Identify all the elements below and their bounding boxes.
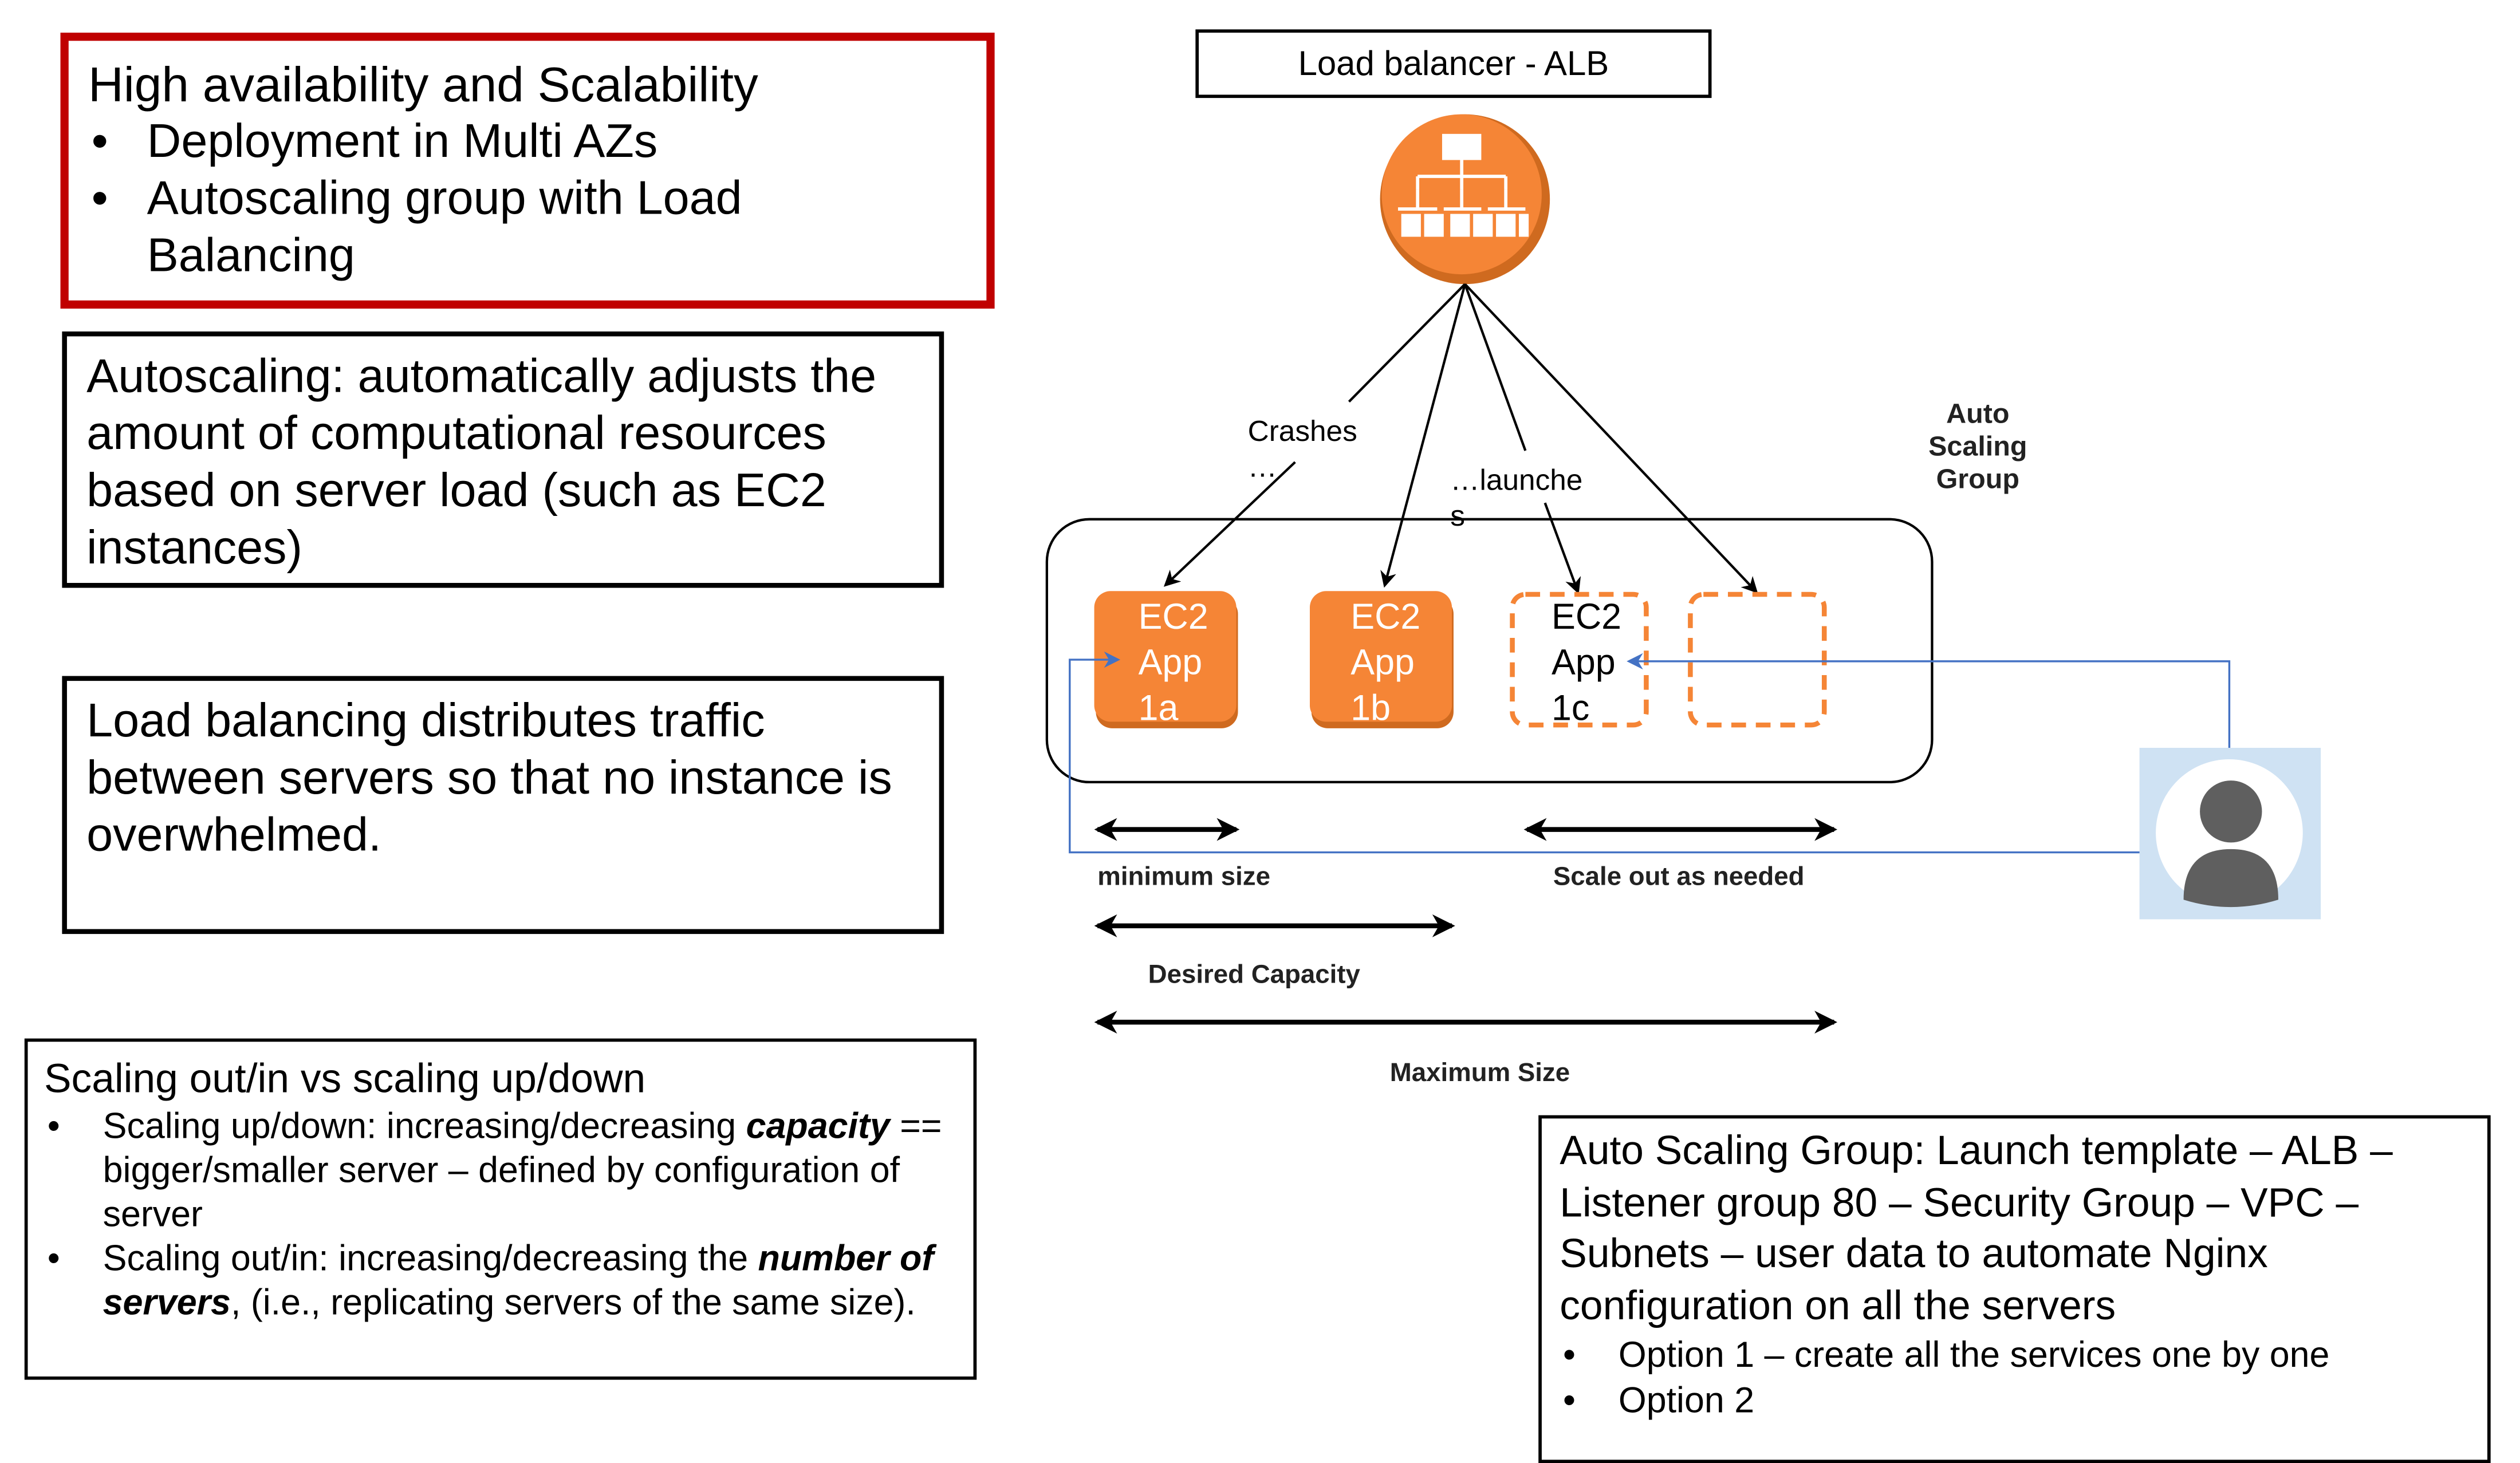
ec2-1a-label: EC2 App 1a [1138,596,1208,728]
crashes-label: Crashes … [1247,415,1357,484]
asg-option-1: Option 1 – create all the services one b… [1560,1332,2469,1378]
high-availability-title: High availability and Scalability [88,58,758,113]
lb-to-empty-slot-arrow [1464,283,1758,594]
ec2-1b-box [1309,591,1452,722]
ha-item-multi-az: Deployment in Multi AZs [88,115,967,172]
scaling-item-out-in: Scaling out/in: increasing/decreasing th… [44,1236,957,1324]
launches-label: …launche s [1450,463,1583,533]
scale-out-label: Scale out as needed [1553,863,1805,892]
asg-option-2: Option 2 [1560,1378,2469,1424]
user-traffic-line-1c [1627,653,2231,748]
ec2-1a-box [1094,591,1237,722]
asg-description-box: Auto Scaling Group: Launch template – AL… [1538,1115,2491,1463]
lb-to-ec2-1a-line [1348,283,1466,403]
user-traffic-line-1a [1069,651,2143,854]
scaling-item-up-down: Scaling up/down: increasing/decreasing c… [44,1104,957,1236]
high-availability-box: High availability and Scalability Deploy… [60,33,995,309]
load-balancer-icon [1380,114,1550,285]
scaling-box: Scaling out/in vs scaling up/down Scalin… [24,1038,977,1380]
user-icon [2139,748,2321,920]
load-balancing-box: Load balancing distributes traffic betwe… [62,676,944,934]
autoscaling-definition-text: Autoscaling: automatically adjusts the a… [86,351,877,575]
asg-description-text: Auto Scaling Group: Launch template – AL… [1560,1128,2393,1328]
empty-instance-slot [1688,591,1827,728]
ha-item-autoscaling: Autoscaling group with Load Balancing [88,171,833,286]
load-balancer-label: Load balancer - ALB [1298,45,1609,84]
ec2-1c-box [1510,591,1649,728]
lb-to-ec2-1a-arrow [1163,461,1296,587]
autoscaling-definition-box: Autoscaling: automatically adjusts the a… [62,331,944,588]
load-balancer-label-box [1195,29,1712,98]
lb-to-ec2-1c-line [1463,283,1527,451]
minimum-size-label: minimum size [1097,863,1271,892]
ec2-1c-label: EC2 App 1c [1552,596,1622,728]
ec2-1b-label: EC2 App 1b [1350,596,1421,728]
maximum-size-label: Maximum Size [1389,1059,1570,1088]
scaling-title: Scaling out/in vs scaling up/down [44,1056,646,1102]
desired-capacity-label: Desired Capacity [1148,961,1360,990]
asg-label: Auto Scaling Group [1928,398,2027,495]
lb-to-ec2-1b-arrow [1380,283,1466,588]
load-balancing-text: Load balancing distributes traffic betwe… [86,695,892,862]
lb-to-ec2-1c-arrow [1544,502,1581,594]
